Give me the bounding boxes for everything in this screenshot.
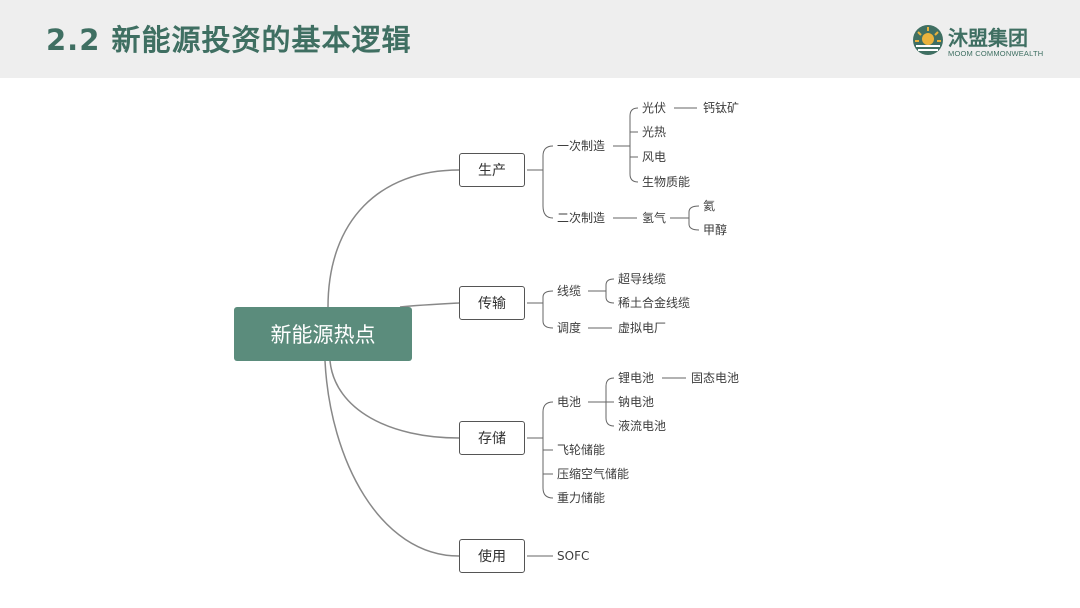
node-compressed-air-storage: 压缩空气储能 [557, 467, 630, 481]
node-methanol: 甲醇 [703, 223, 728, 237]
node-secondary-manufacturing: 二次制造 [557, 211, 606, 225]
node-primary-manufacturing: 一次制造 [557, 139, 606, 153]
node-biomass: 生物质能 [642, 175, 691, 189]
node-flywheel-storage: 飞轮储能 [557, 443, 606, 457]
node-gravity-storage: 重力储能 [557, 491, 606, 505]
node-wind-power: 风电 [642, 150, 667, 164]
root-node: 新能源热点 [234, 307, 412, 361]
header-bar: 2.2 新能源投资的基本逻辑 沐盟集团 MOOM COMMONWEALTH [0, 0, 1080, 78]
node-sodium-battery: 钠电池 [618, 395, 655, 409]
node-battery: 电池 [557, 395, 582, 409]
node-solar-thermal: 光热 [642, 125, 667, 139]
node-perovskite: 钙钛矿 [703, 101, 740, 115]
sun-icon [913, 25, 943, 55]
logo-name-cn: 沐盟集团 [948, 26, 1028, 50]
branch-usage: 使用 [459, 539, 525, 573]
branch-transmission: 传输 [459, 286, 525, 320]
node-cable: 线缆 [557, 284, 582, 298]
node-hydrogen: 氢气 [642, 211, 667, 225]
node-flow-battery: 液流电池 [618, 419, 667, 433]
company-logo: 沐盟集团 MOOM COMMONWEALTH [912, 22, 1052, 62]
node-photovoltaic: 光伏 [642, 101, 667, 115]
page-title: 2.2 新能源投资的基本逻辑 [46, 23, 412, 57]
node-dispatch: 调度 [557, 321, 582, 335]
branch-production: 生产 [459, 153, 525, 187]
node-sofc: SOFC [557, 549, 590, 563]
node-superconducting-cable: 超导线缆 [618, 272, 667, 286]
node-ammonia: 氦 [703, 199, 716, 213]
node-virtual-power-plant: 虚拟电厂 [618, 321, 667, 335]
node-rare-earth-cable: 稀土合金线缆 [618, 296, 691, 310]
logo-name-en: MOOM COMMONWEALTH [948, 49, 1044, 58]
node-lithium-battery: 锂电池 [618, 371, 655, 385]
branch-storage: 存储 [459, 421, 525, 455]
node-solid-state-battery: 固态电池 [691, 371, 740, 385]
